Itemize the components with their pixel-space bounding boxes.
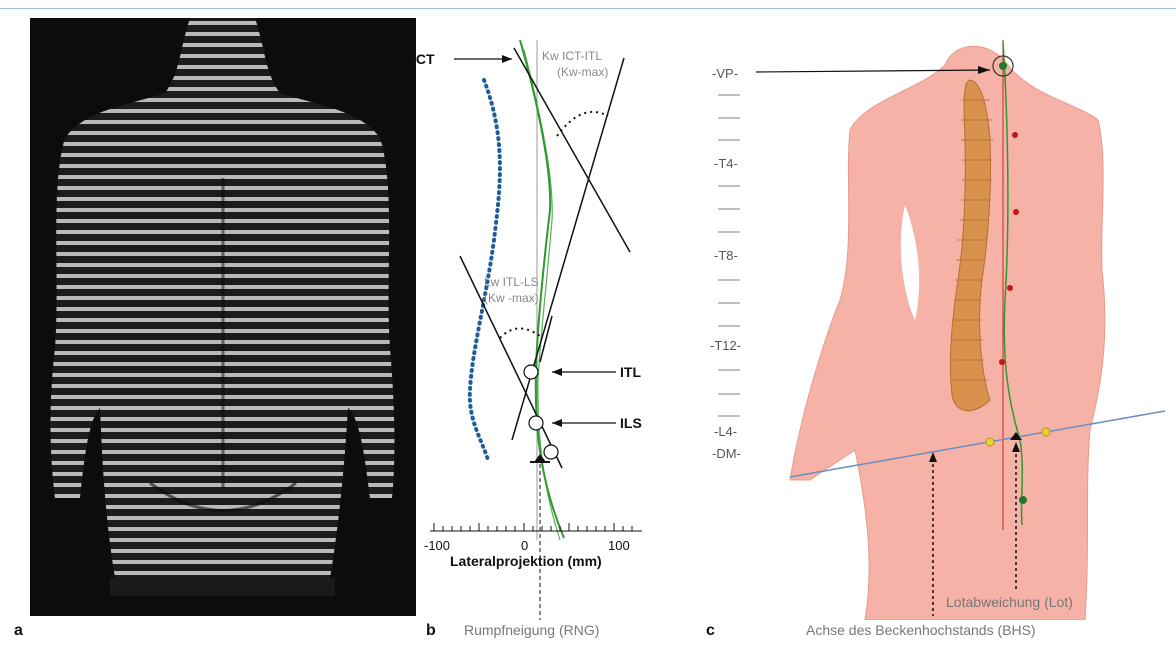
itl-arrow-head	[552, 368, 562, 376]
panel-label-b: b	[426, 622, 436, 640]
itl-label: ITL	[620, 364, 641, 380]
bhs-label: Achse des Beckenhochstands (BHS)	[806, 622, 1036, 638]
kw-ict-itl-label-2: (Kw-max)	[557, 65, 608, 79]
ils-label: ILS	[620, 415, 642, 431]
ils-arrow-head	[552, 419, 562, 427]
panel-label-a: a	[14, 622, 23, 640]
level-label-dm: -DM-	[712, 446, 741, 461]
kw-ict-itl-label-1: Kw ICT-ITL	[542, 49, 602, 63]
lateral-projection-diagram: ICT Kw ICT-ITL (Kw-max) Lw ITL-LS (Kw -m…	[412, 20, 652, 630]
dm-circle	[544, 445, 558, 459]
x-axis	[430, 523, 642, 531]
top-rule	[0, 8, 1176, 9]
rumpfneigung-label: Rumpfneigung (RNG)	[464, 622, 599, 638]
tick-label-minus100: -100	[424, 538, 450, 553]
lower-green-dot	[1019, 496, 1027, 504]
angle-arc-upper	[557, 112, 608, 136]
tick-label-100: 100	[608, 538, 630, 553]
red-marker-dot	[1013, 209, 1019, 215]
kw-itl-ls-label-1: Lw ITL-LS	[484, 275, 539, 289]
level-label-t8: -T8-	[714, 248, 738, 263]
moire-back-image	[30, 18, 416, 616]
level-label-t12: -T12-	[710, 338, 741, 353]
ict-label: ICT	[412, 51, 435, 67]
angle-arc-lower	[500, 328, 540, 338]
level-label-vp: -VP-	[712, 66, 738, 81]
level-label-l4: -L4-	[714, 424, 737, 439]
blue-dotted-curve	[470, 80, 500, 460]
red-marker-dot	[1012, 132, 1018, 138]
yellow-marker-dot	[1042, 428, 1050, 436]
yellow-marker-dot	[986, 438, 994, 446]
ict-arrow-head	[502, 55, 512, 63]
kw-itl-ls-label-2: (Kw -max)	[484, 291, 539, 305]
ils-circle	[529, 416, 543, 430]
back-model-3d: -VP- -T4- -T8- -T12- -L4- -DM-	[690, 20, 1176, 620]
panel-label-c: c	[706, 622, 715, 640]
red-marker-dot	[999, 359, 1005, 365]
x-axis-label: Lateralprojektion (mm)	[450, 553, 602, 569]
level-label-t4: -T4-	[714, 156, 738, 171]
tangent-line-2	[512, 58, 624, 440]
vp-green-dot	[999, 62, 1007, 70]
lot-label: Lotabweichung (Lot)	[946, 594, 1073, 610]
red-marker-dot	[1007, 285, 1013, 291]
itl-circle	[524, 365, 538, 379]
torso-surface	[790, 46, 1105, 620]
tick-label-0: 0	[521, 538, 528, 553]
green-curve	[520, 40, 564, 538]
